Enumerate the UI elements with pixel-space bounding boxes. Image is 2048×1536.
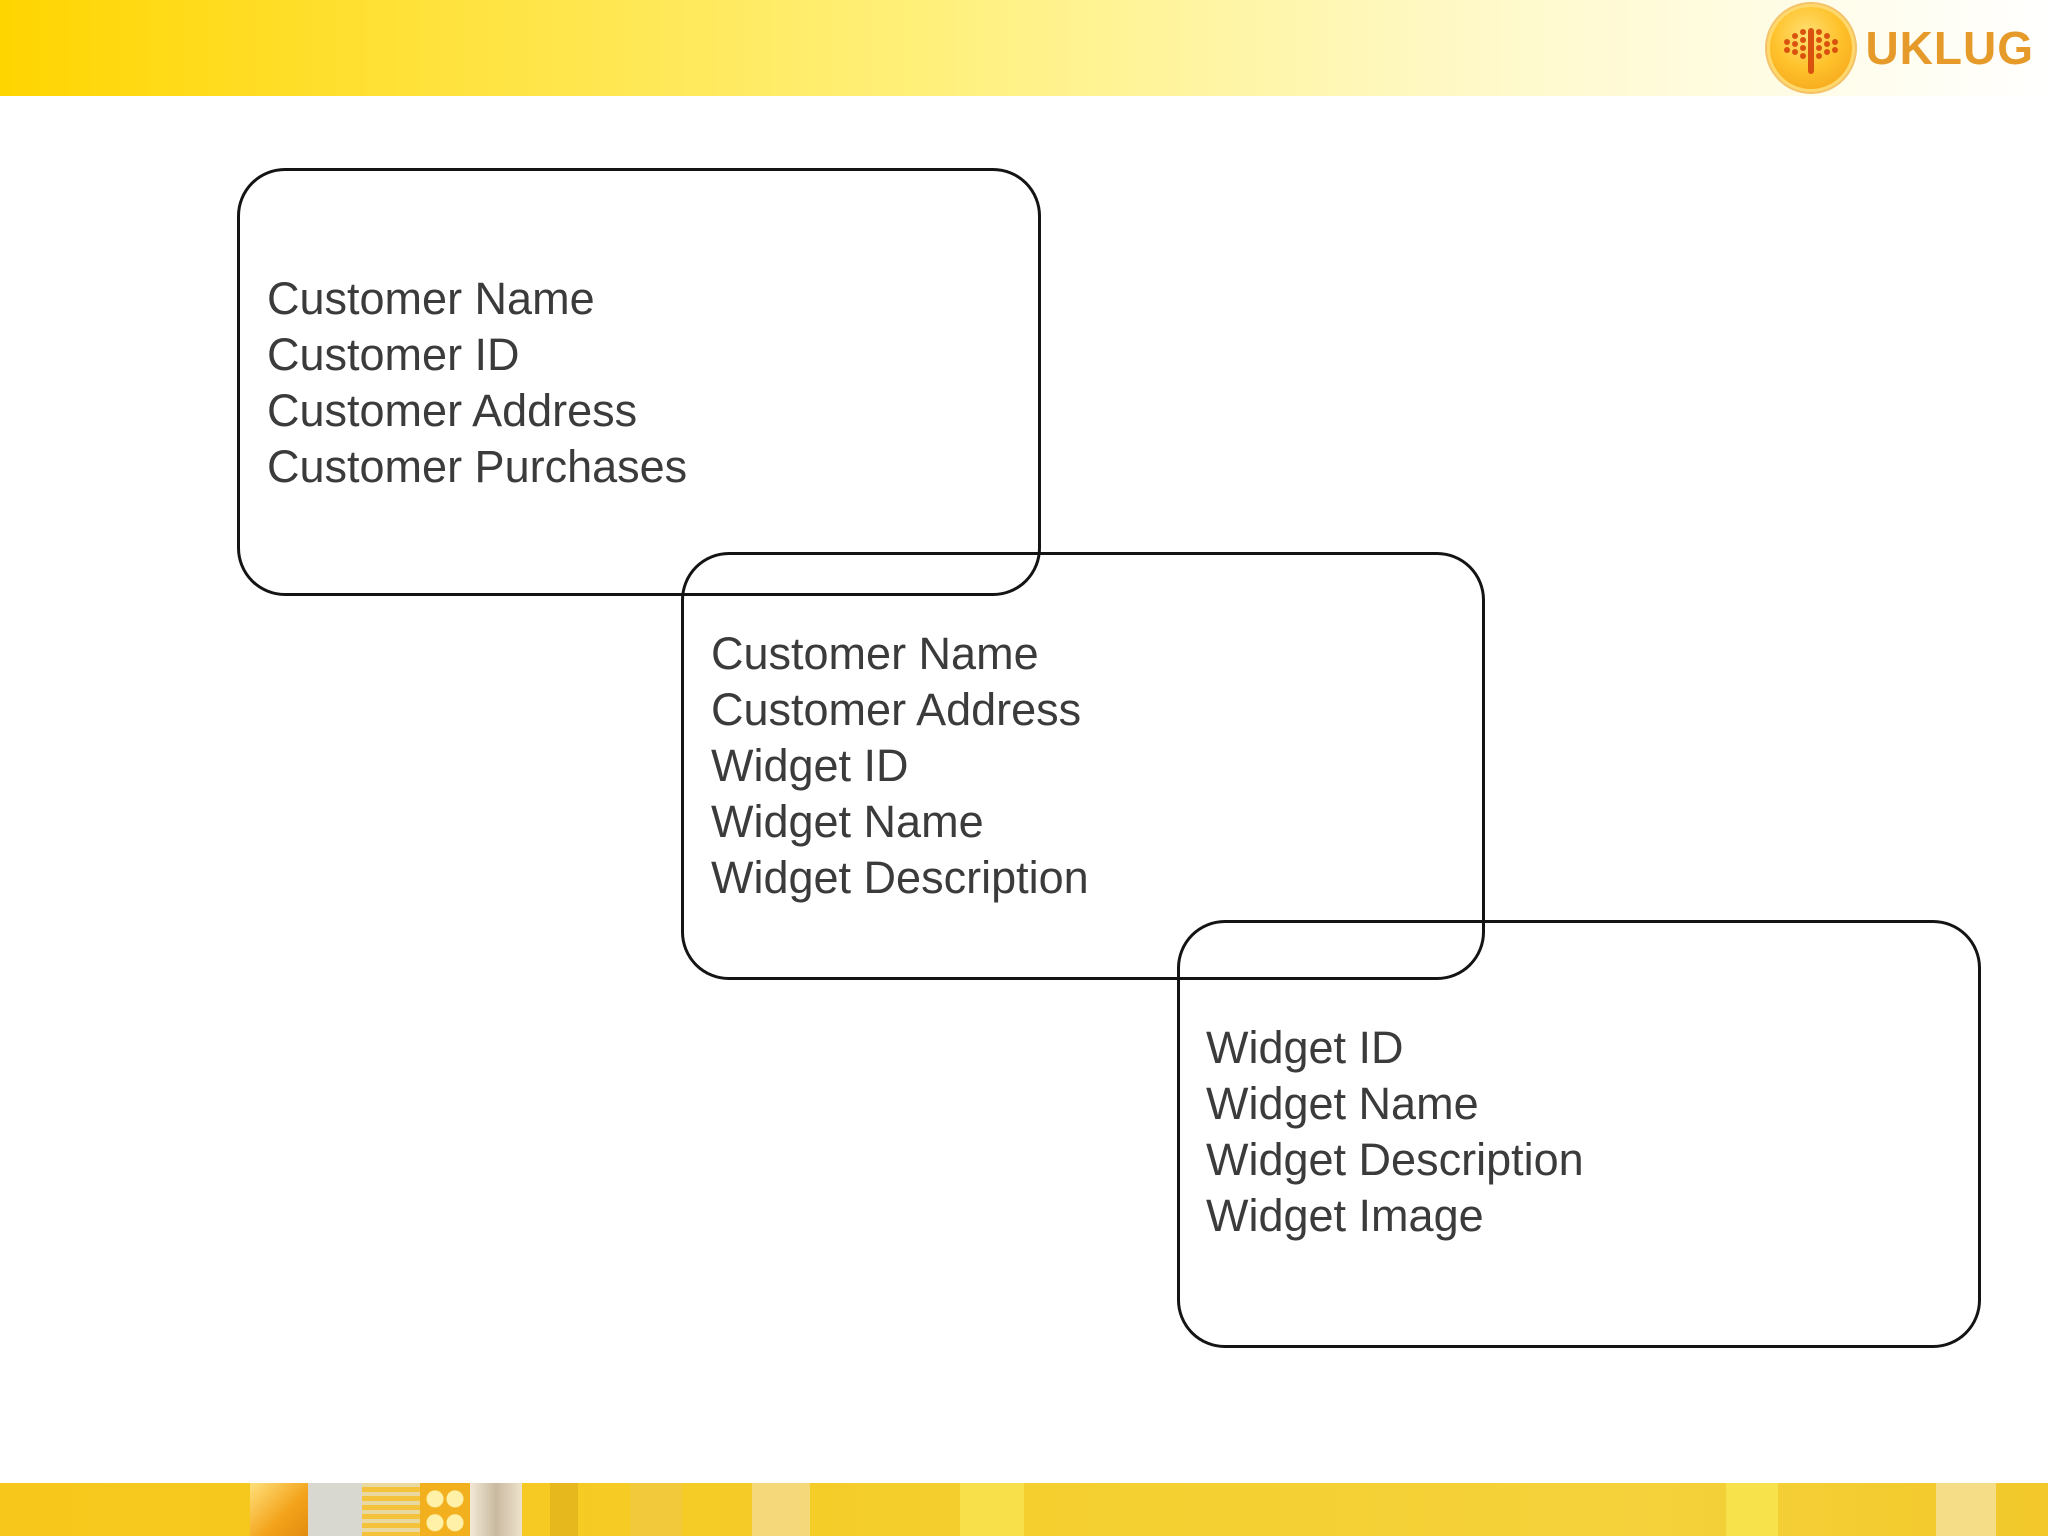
banner-image-tile [1936,1483,1996,1536]
top-banner: UKLUG [0,0,2048,96]
field-line: Customer Address [711,684,1082,735]
field-line: Widget Description [711,852,1089,903]
entity-box-1 [237,168,1041,596]
field-line: Customer Purchases [267,441,688,492]
bottom-banner [0,1483,2048,1536]
banner-image-tile [362,1483,420,1536]
entity-box-3-fields: Widget ID Widget Name Widget Description… [1206,1020,1584,1244]
banner-image-tile [1726,1483,1778,1536]
banner-image-tile [630,1483,682,1536]
field-line: Widget Name [711,796,984,847]
field-line: Widget ID [1206,1022,1404,1073]
banner-image-tile [470,1483,522,1536]
field-line: Widget Description [1206,1134,1584,1185]
entity-box-3 [1177,920,1981,1348]
banner-image-tile [250,1483,308,1536]
field-line: Customer Name [711,628,1039,679]
field-line: Widget Image [1206,1190,1484,1241]
uklug-logo-icon [1767,4,1856,92]
entity-box-2-fields: Customer Name Customer Address Widget ID… [711,626,1089,906]
field-line: Customer ID [267,329,520,380]
entity-box-2 [681,552,1485,980]
field-line: Customer Name [267,273,595,324]
banner-image-tile [960,1483,1024,1536]
entity-box-1-fields: Customer Name Customer ID Customer Addre… [267,271,687,495]
field-line: Widget ID [711,740,909,791]
banner-image-tile [420,1483,470,1536]
banner-image-tile [550,1483,578,1536]
logo-text: UKLUG [1865,22,2034,74]
field-line: Widget Name [1206,1078,1479,1129]
banner-image-tile [308,1483,362,1536]
field-line: Customer Address [267,385,638,436]
uklug-logo: UKLUG [1767,2,2034,94]
banner-image-tile [752,1483,810,1536]
